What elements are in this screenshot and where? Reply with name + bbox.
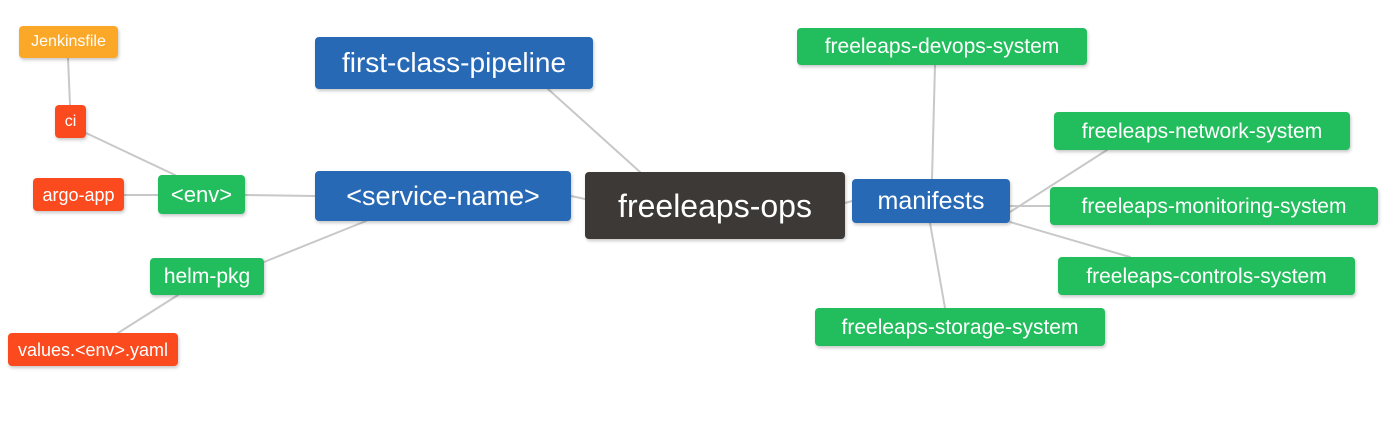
node-freeleaps-monitoring-system[interactable]: freeleaps-monitoring-system — [1050, 187, 1378, 225]
edge-manifests-to-freeleaps-devops-system — [931, 64, 936, 180]
edge-ci-to-env — [85, 132, 176, 176]
edge-manifests-to-freeleaps-storage-system — [929, 222, 946, 309]
node-jenkinsfile[interactable]: Jenkinsfile — [19, 26, 118, 58]
node-freeleaps-controls-system[interactable]: freeleaps-controls-system — [1058, 257, 1355, 295]
node-env[interactable]: <env> — [158, 175, 245, 214]
node-helm-pkg[interactable]: helm-pkg — [150, 258, 264, 295]
edge-freeleaps-ops-to-manifests — [844, 200, 853, 204]
node-freeleaps-ops[interactable]: freeleaps-ops — [585, 172, 845, 239]
node-values-env-yaml[interactable]: values.<env>.yaml — [8, 333, 178, 366]
node-ci[interactable]: ci — [55, 105, 86, 138]
edge-service-name-to-helm-pkg — [263, 220, 367, 263]
edge-manifests-to-freeleaps-controls-system — [1009, 221, 1131, 258]
node-first-class-pipeline[interactable]: first-class-pipeline — [315, 37, 593, 89]
edge-env-to-service-name — [244, 194, 316, 197]
node-service-name[interactable]: <service-name> — [315, 171, 571, 221]
edge-helm-pkg-to-values-env-yaml — [117, 294, 179, 334]
edge-jenkinsfile-to-ci — [67, 57, 71, 106]
node-freeleaps-devops-system[interactable]: freeleaps-devops-system — [797, 28, 1087, 65]
node-freeleaps-storage-system[interactable]: freeleaps-storage-system — [815, 308, 1105, 346]
edge-first-class-pipeline-to-freeleaps-ops — [547, 88, 641, 173]
edge-service-name-to-freeleaps-ops — [570, 195, 586, 200]
node-freeleaps-network-system[interactable]: freeleaps-network-system — [1054, 112, 1350, 150]
node-manifests[interactable]: manifests — [852, 179, 1010, 223]
node-argo-app[interactable]: argo-app — [33, 178, 124, 211]
